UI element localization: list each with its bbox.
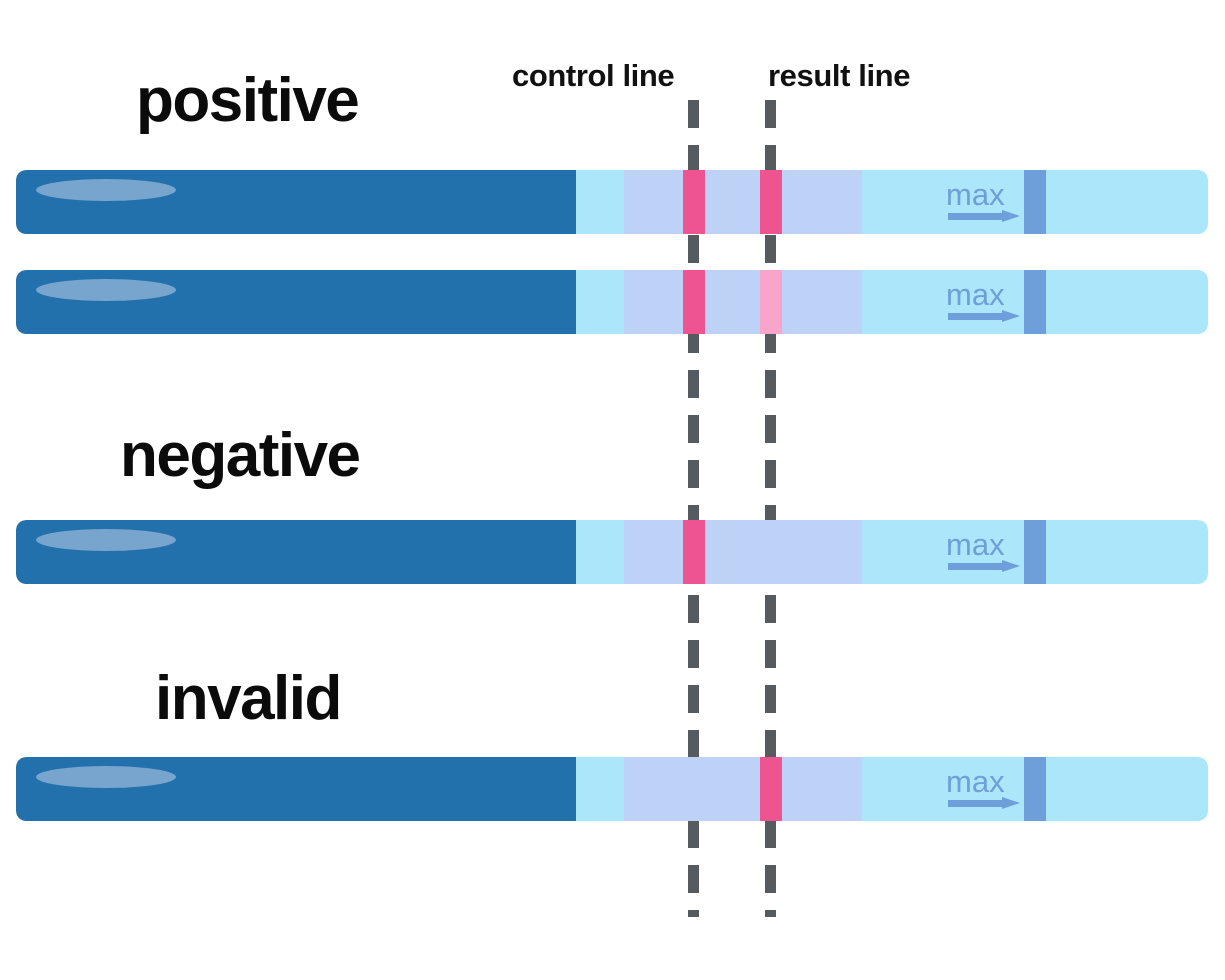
max-fill-marker [1024,757,1046,821]
handle-gloss-ellipse [36,279,176,301]
strip-handle [16,520,576,584]
max-fill-marker [1024,520,1046,584]
strip-pad-cyan-left [576,270,624,334]
max-arrow-icon [948,560,1020,572]
control-line-band [683,270,705,334]
control-line-band [683,170,705,234]
strip-pad-window [624,520,862,584]
test-strip-positive-strong[interactable]: max [16,170,1208,234]
strip-handle [16,270,576,334]
result-line-guide [765,100,776,917]
max-label: max [946,527,1005,562]
max-label: max [946,764,1005,799]
strip-pad-cyan-left [576,757,624,821]
result-line-band [760,170,782,234]
max-arrow-icon [948,797,1020,809]
result-line-band [760,270,782,334]
handle-gloss-ellipse [36,529,176,551]
control-line-band [683,520,705,584]
test-strip-invalid[interactable]: max [16,757,1208,821]
result-line-band [760,757,782,821]
max-fill-marker [1024,270,1046,334]
strip-pad-window [624,270,862,334]
strip-pad-window [624,757,862,821]
max-label: max [946,277,1005,312]
test-strip-positive-faint[interactable]: max [16,270,1208,334]
handle-gloss-ellipse [36,766,176,788]
result-line-band [760,520,782,584]
control-line-band [683,757,705,821]
strip-pad-cyan-left [576,170,624,234]
control-line-guide [688,100,699,917]
max-label: max [946,177,1005,212]
max-arrow-icon [948,310,1020,322]
max-fill-marker [1024,170,1046,234]
control-line-label: control line [512,58,675,93]
group-label-positive: positive [136,66,360,135]
strip-pad-window [624,170,862,234]
max-arrow-icon [948,210,1020,222]
group-label-negative: negative [120,421,361,490]
group-label-invalid: invalid [155,664,342,733]
test-strip-negative[interactable]: max [16,520,1208,584]
strip-handle [16,170,576,234]
strip-handle [16,757,576,821]
handle-gloss-ellipse [36,179,176,201]
strip-pad-cyan-left [576,520,624,584]
result-line-label: result line [768,58,911,93]
